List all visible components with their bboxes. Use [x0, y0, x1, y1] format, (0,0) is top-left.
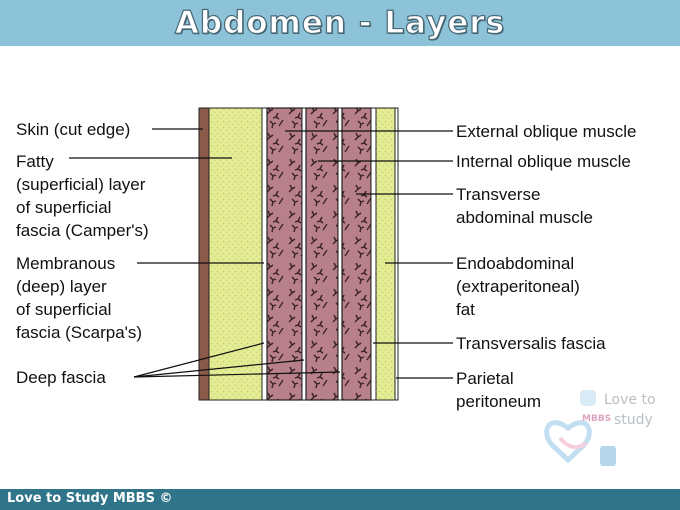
page-title: Abdomen - Layers [174, 4, 506, 41]
label-line: (extraperitoneal) [456, 277, 580, 296]
label-scarpas-fascia: Membranous (deep) layer of superficial f… [16, 252, 142, 344]
label-line: of superficial [16, 300, 112, 319]
label-line: fascia (Scarpa's) [16, 323, 143, 342]
extraperitoneal-fat-layer [375, 107, 396, 401]
label-line: (superficial) layer [16, 175, 146, 194]
footer-credit: Love to Study MBBS © [7, 491, 173, 506]
footer-bar: Love to Study MBBS © [0, 489, 680, 510]
campers-fascia-layer [208, 107, 263, 401]
external-oblique-layer [266, 107, 303, 401]
label-line: (deep) layer [16, 277, 107, 296]
title-bar: Abdomen - Layers [0, 0, 680, 46]
label-internal-oblique: Internal oblique muscle [456, 152, 631, 171]
label-line: Parietal [456, 369, 514, 388]
parietal-peritoneum-layer [394, 107, 399, 401]
deep-fascia-line-2 [337, 107, 343, 401]
label-deep-fascia: Deep fascia [16, 368, 106, 387]
skin-layer [198, 107, 210, 401]
label-external-oblique: External oblique muscle [456, 122, 637, 141]
label-line: of superficial [16, 198, 112, 217]
label-line: peritoneum [456, 392, 542, 411]
label-skin: Skin (cut edge) [16, 120, 131, 139]
label-line: Endoabdominal [456, 254, 575, 273]
watermark-badge: MBBS [582, 414, 612, 424]
label-line: fat [456, 300, 475, 319]
scarpas-fascia-layer [261, 107, 268, 401]
internal-oblique-layer [305, 107, 339, 401]
label-transversalis-fascia: Transversalis fascia [456, 334, 606, 353]
transversalis-fascia-layer [370, 107, 377, 401]
label-parietal-peritoneum: Parietal peritoneum [456, 367, 541, 413]
watermark-logo: MBBS Love to study [538, 388, 658, 473]
deep-fascia-line-1 [301, 107, 307, 401]
label-line: abdominal muscle [456, 208, 594, 227]
label-transverse-abdominal: Transverse abdominal muscle [456, 183, 593, 229]
label-line: Fatty [16, 152, 54, 171]
heart-logo-icon [544, 390, 616, 466]
right-leader-lines [285, 130, 453, 379]
watermark-line2: study [614, 412, 653, 428]
transverse-abdominal-layer [341, 107, 372, 401]
label-line: fascia (Camper's) [16, 221, 149, 240]
label-line: Membranous [16, 254, 116, 273]
left-leader-lines [69, 128, 341, 378]
label-endoabdominal-fat: Endoabdominal (extraperitoneal) fat [456, 252, 580, 321]
watermark-line1: Love to [604, 392, 656, 408]
label-line: Transverse [456, 185, 541, 204]
label-campers-fascia: Fatty (superficial) layer of superficial… [16, 150, 149, 242]
